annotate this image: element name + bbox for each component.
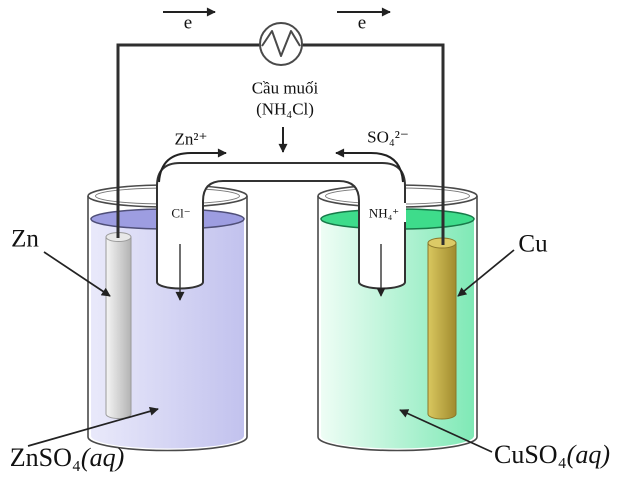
left-solution-label: ZnSO₄(aq) bbox=[10, 445, 125, 471]
cation-migration-label: Zn²⁺ bbox=[174, 129, 208, 149]
bridge-right-ion-label: NH₄⁺ bbox=[365, 205, 403, 221]
galvanometer-icon bbox=[259, 22, 303, 66]
zn-electrode bbox=[105, 232, 132, 419]
cation-arrow-icon bbox=[158, 148, 227, 183]
znso4-pointer-arrow-icon bbox=[27, 406, 159, 447]
electron-flow-label-right: e bbox=[357, 12, 367, 34]
left-solution-formula: ZnSO₄ bbox=[9, 443, 81, 472]
cu-pointer-arrow-icon bbox=[457, 249, 515, 297]
cuso4-pointer-arrow-icon bbox=[399, 409, 493, 453]
right-solution-formula: CuSO₄ bbox=[494, 440, 567, 469]
cu-electrode bbox=[427, 237, 457, 420]
salt-bridge-tube bbox=[156, 162, 406, 290]
left-electrode-label: Zn bbox=[11, 225, 39, 253]
right-solution-state: (aq) bbox=[566, 440, 610, 469]
salt-bridge-title: Cầu muối bbox=[251, 78, 319, 98]
anion-arrow-icon bbox=[335, 148, 404, 183]
anion-migration-label: SO₄²⁻ bbox=[367, 127, 409, 147]
electron-flow-label-left: e bbox=[183, 12, 193, 34]
left-solution-state: (aq) bbox=[80, 443, 125, 472]
bridge-left-ion-label: Cl⁻ bbox=[168, 205, 194, 221]
salt-bridge-compound: (NH₄Cl) bbox=[256, 99, 314, 119]
zn-pointer-arrow-icon bbox=[43, 251, 111, 297]
right-electrode-label: Cu bbox=[518, 230, 548, 258]
right-solution-label: CuSO₄(aq) bbox=[494, 442, 610, 468]
